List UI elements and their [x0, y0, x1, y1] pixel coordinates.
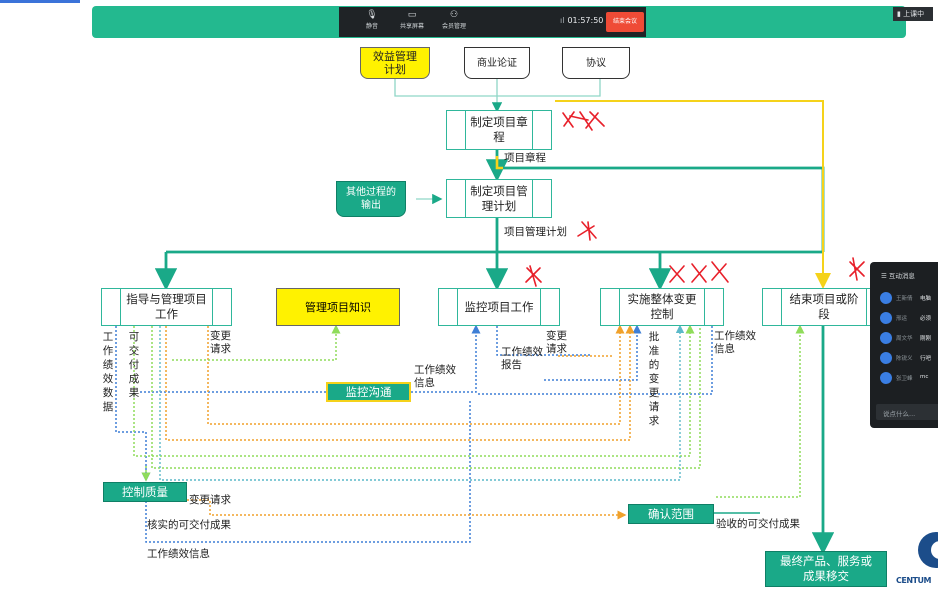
approved-change-requests-label: 批准的变更请求 — [648, 331, 660, 427]
monitor-control-process: 监控项目工作 — [438, 288, 560, 326]
microphone-icon: 🎙 — [366, 10, 378, 20]
handwritten-marks — [525, 111, 865, 287]
avatar — [880, 352, 892, 364]
agreements-label: 协议 — [586, 57, 606, 69]
share-screen-label: 共享屏幕 — [399, 23, 424, 30]
avatar — [880, 292, 892, 304]
signal-icon: ıl — [560, 16, 565, 25]
speaker-indicator: ▮ 上课中 — [893, 7, 933, 21]
speaker-label: 上课中 — [903, 10, 925, 18]
integrated-change-process: 实施整体变更控制 — [600, 288, 724, 326]
project-charter-label: 项目章程 — [504, 152, 546, 164]
final-product-label: 最终产品、服务或成果移交 — [780, 554, 872, 583]
accepted-deliverables-label: 验收的可交付成果 — [716, 518, 800, 530]
logo-text: CENTUM — [896, 576, 931, 585]
change-requests-label-3: 变更请求 — [189, 494, 231, 506]
monitor-control-label: 监控项目工作 — [464, 299, 534, 314]
menu-icon: ☰ — [881, 272, 889, 280]
chat-input[interactable]: 说点什么... — [876, 404, 938, 420]
top-accent-line — [0, 0, 80, 3]
chat-sender: 张卫峰 — [896, 376, 913, 382]
benefits-management-doc: 效益管理计划 — [360, 47, 430, 79]
other-outputs-doc: 其他过程的输出 — [336, 181, 406, 217]
business-case-label: 商业论证 — [477, 57, 517, 69]
chat-message: 邢运 必须 — [880, 312, 938, 324]
business-case-doc: 商业论证 — [464, 47, 530, 79]
deliverables-label: 可交付成果 — [128, 331, 140, 399]
change-requests-label-1: 变更请求 — [210, 330, 231, 355]
timer-value: 01:57:50 — [567, 16, 604, 25]
validate-scope-process: 确认范围 — [628, 504, 714, 524]
work-performance-reports-label: 工作绩效报告 — [501, 346, 543, 371]
centum-logo: CENTUM — [896, 528, 938, 604]
develop-plan-process: 制定项目管理计划 — [446, 179, 552, 218]
work-performance-info-label-2: 工作绩效信息 — [714, 330, 756, 355]
participants-label: 会员管理 — [441, 23, 466, 30]
chat-placeholder: 说点什么... — [883, 410, 916, 418]
avatar — [880, 372, 892, 384]
participants-icon: ⚇ — [449, 10, 459, 20]
logo-mark-icon — [918, 532, 938, 568]
participants-button[interactable]: ⚇ 会员管理 — [437, 9, 471, 35]
develop-charter-label: 制定项目章程 — [470, 115, 528, 144]
develop-charter-process: 制定项目章程 — [446, 110, 552, 150]
chat-message: 王新倩 电脑 — [880, 292, 938, 304]
close-project-label: 结束项目或阶段 — [789, 292, 859, 321]
work-performance-info-label-3: 工作绩效信息 — [147, 548, 210, 560]
verified-deliverables-label: 核实的可交付成果 — [147, 519, 231, 531]
chat-text: 刚刚 — [920, 336, 932, 342]
control-quality-label: 控制质量 — [122, 485, 168, 499]
monitor-communications-process: 监控沟通 — [326, 382, 411, 402]
control-quality-process: 控制质量 — [103, 482, 187, 502]
final-product-process: 最终产品、服务或成果移交 — [765, 551, 887, 587]
project-plan-label: 项目管理计划 — [504, 226, 567, 238]
chat-title: ☰ 互动消息 — [881, 270, 915, 280]
chat-text: 电脑 — [920, 296, 932, 302]
chat-title-text: 互动消息 — [888, 272, 915, 280]
mute-button[interactable]: 🎙 静音 — [355, 9, 389, 35]
validate-scope-label: 确认范围 — [648, 507, 694, 521]
chat-sender: 邢运 — [896, 316, 908, 322]
direct-manage-process: 指导与管理项目工作 — [101, 288, 232, 326]
change-requests-label-2: 变更请求 — [546, 330, 567, 355]
chat-text: 行吧 — [920, 356, 932, 362]
chat-sender: 陈锐义 — [896, 356, 913, 362]
chat-text: mc — [920, 374, 929, 380]
other-outputs-label: 其他过程的输出 — [346, 187, 396, 211]
work-performance-data-label: 工作绩效数据 — [102, 331, 114, 413]
chat-message: 周文华 刚刚 — [880, 332, 938, 344]
bars-icon: ▮ — [897, 10, 904, 18]
manage-knowledge-process: 管理项目知识 — [276, 288, 400, 326]
mute-label: 静音 — [365, 23, 378, 30]
chat-message: 陈锐义 行吧 — [880, 352, 938, 364]
chat-text: 必须 — [920, 316, 932, 322]
monitor-communications-label: 监控沟通 — [345, 385, 392, 399]
integrated-change-label: 实施整体变更控制 — [627, 292, 697, 321]
avatar — [880, 332, 892, 344]
benefits-management-label: 效益管理计划 — [373, 50, 417, 76]
chat-panel: ☰ 互动消息 王新倩 电脑 邢运 必须 周文华 刚刚 陈锐义 行吧 张卫峰 mc 说点什么… — [870, 262, 938, 428]
chat-sender: 王新倩 — [896, 296, 913, 302]
chat-sender: 周文华 — [896, 336, 913, 342]
share-screen-button[interactable]: ▭ 共享屏幕 — [395, 9, 429, 35]
develop-plan-label: 制定项目管理计划 — [470, 183, 528, 213]
share-screen-icon: ▭ — [407, 10, 417, 20]
end-meeting-button[interactable]: 结束会议 — [606, 12, 644, 32]
close-project-process: 结束项目或阶段 — [762, 288, 886, 326]
chat-message: 张卫峰 mc — [880, 372, 938, 384]
agreements-doc: 协议 — [562, 47, 630, 79]
avatar — [880, 312, 892, 324]
manage-knowledge-label: 管理项目知识 — [305, 300, 371, 314]
direct-manage-label: 指导与管理项目工作 — [126, 292, 207, 321]
work-performance-info-label-1: 工作绩效信息 — [414, 364, 456, 389]
